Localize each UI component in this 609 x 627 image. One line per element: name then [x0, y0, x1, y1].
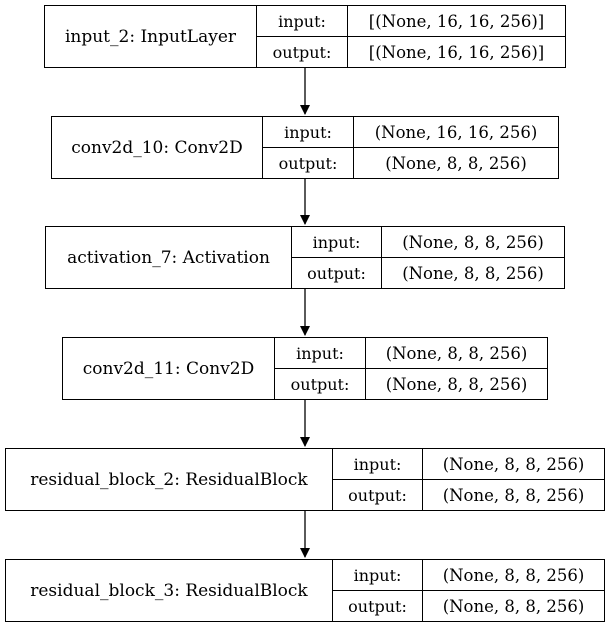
layer-name: residual_block_3: ResidualBlock — [6, 560, 333, 621]
layer-ports: input: (None, 8, 8, 256) output: (None, … — [333, 449, 604, 510]
input-shape: (None, 8, 8, 256) — [442, 565, 585, 585]
output-label: output: — [333, 480, 423, 510]
input-shape: (None, 16, 16, 256) — [374, 122, 538, 142]
layer-ports: input: (None, 16, 16, 256) output: (None… — [263, 117, 558, 178]
input-row: input: [(None, 16, 16, 256)] — [257, 6, 565, 36]
layer-ports: input: (None, 8, 8, 256) output: (None, … — [333, 560, 604, 621]
input-label: input: — [263, 117, 354, 147]
output-row: output: (None, 8, 8, 256) — [275, 368, 547, 399]
layer-name: conv2d_10: Conv2D — [52, 117, 263, 178]
layer-node-conv2d-10: conv2d_10: Conv2D input: (None, 16, 16, … — [51, 116, 559, 179]
layer-node-residual-block-3: residual_block_3: ResidualBlock input: (… — [5, 559, 605, 622]
input-shape: (None, 8, 8, 256) — [402, 232, 544, 252]
output-shape: [(None, 16, 16, 256)] — [368, 42, 545, 62]
input-label: input: — [333, 560, 423, 590]
output-row: output: (None, 8, 8, 256) — [333, 590, 604, 621]
layer-node-conv2d-11: conv2d_11: Conv2D input: (None, 8, 8, 25… — [62, 337, 548, 400]
output-shape: (None, 8, 8, 256) — [385, 374, 528, 394]
output-label: output: — [333, 591, 423, 621]
output-row: output: (None, 8, 8, 256) — [333, 479, 604, 510]
output-label: output: — [263, 148, 354, 178]
output-row: output: [(None, 16, 16, 256)] — [257, 36, 565, 67]
output-label: output: — [257, 37, 348, 67]
input-shape: (None, 8, 8, 256) — [385, 343, 528, 363]
input-shape: (None, 8, 8, 256) — [442, 454, 585, 474]
layer-name: input_2: InputLayer — [45, 6, 257, 67]
output-label: output: — [292, 258, 382, 288]
layer-node-input-2: input_2: InputLayer input: [(None, 16, 1… — [44, 5, 566, 68]
layer-node-residual-block-2: residual_block_2: ResidualBlock input: (… — [5, 448, 605, 511]
input-label: input: — [292, 227, 382, 257]
input-label: input: — [275, 338, 366, 368]
layer-name: activation_7: Activation — [46, 227, 292, 288]
layer-ports: input: (None, 8, 8, 256) output: (None, … — [292, 227, 564, 288]
output-row: output: (None, 8, 8, 256) — [292, 257, 564, 288]
output-shape: (None, 8, 8, 256) — [385, 153, 527, 173]
input-row: input: (None, 8, 8, 256) — [333, 449, 604, 479]
input-row: input: (None, 8, 8, 256) — [275, 338, 547, 368]
input-label: input: — [257, 6, 348, 36]
output-shape: (None, 8, 8, 256) — [442, 596, 585, 616]
output-label: output: — [275, 369, 366, 399]
input-row: input: (None, 8, 8, 256) — [292, 227, 564, 257]
input-row: input: (None, 16, 16, 256) — [263, 117, 558, 147]
layer-ports: input: (None, 8, 8, 256) output: (None, … — [275, 338, 547, 399]
input-shape: [(None, 16, 16, 256)] — [368, 11, 545, 31]
output-row: output: (None, 8, 8, 256) — [263, 147, 558, 178]
layer-name: residual_block_2: ResidualBlock — [6, 449, 333, 510]
output-shape: (None, 8, 8, 256) — [442, 485, 585, 505]
layer-name: conv2d_11: Conv2D — [63, 338, 275, 399]
layer-node-activation-7: activation_7: Activation input: (None, 8… — [45, 226, 565, 289]
input-label: input: — [333, 449, 423, 479]
layer-ports: input: [(None, 16, 16, 256)] output: [(N… — [257, 6, 565, 67]
input-row: input: (None, 8, 8, 256) — [333, 560, 604, 590]
output-shape: (None, 8, 8, 256) — [402, 263, 544, 283]
